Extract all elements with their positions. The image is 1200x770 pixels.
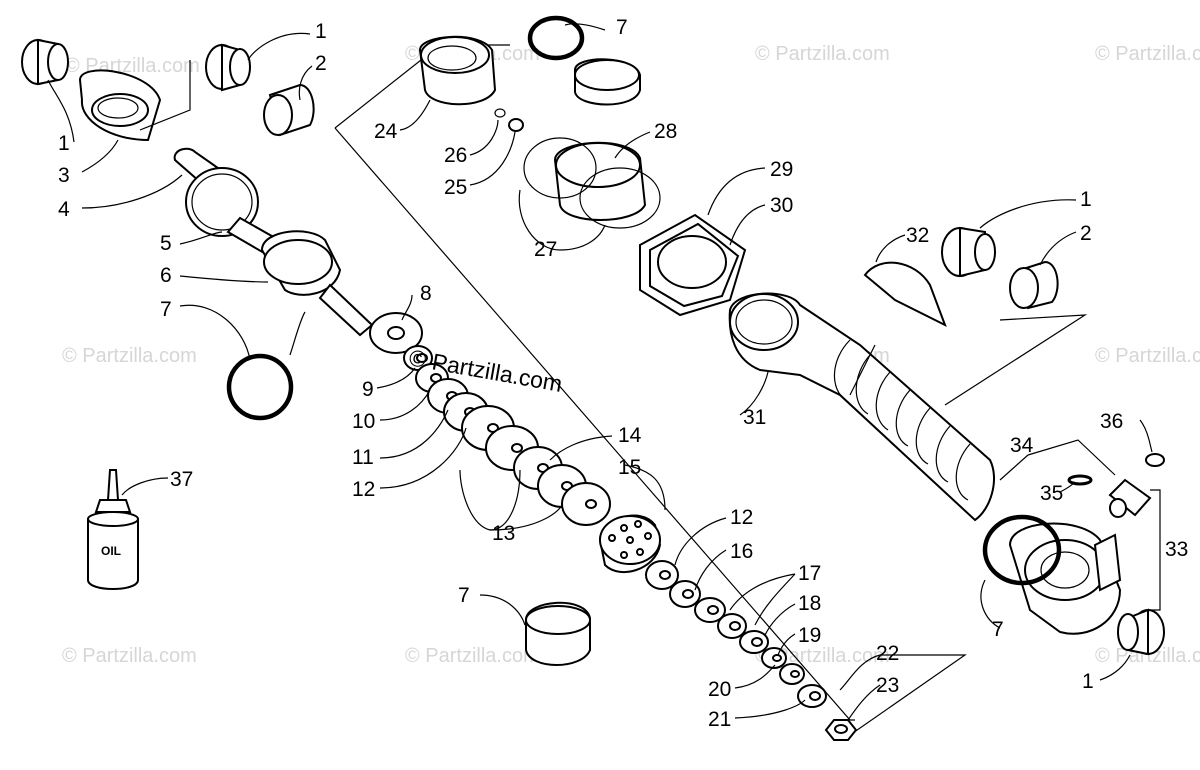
callout-12: 12 (730, 506, 753, 529)
piston-part-28 (523, 137, 661, 229)
bushing-part-1-upper-left (21, 38, 69, 86)
callout-13: 13 (492, 522, 515, 545)
schrader-valve-part-34 (1108, 478, 1152, 518)
bushing-part-1-upper (205, 43, 251, 92)
watermark-tile: © Partzilla.com (1095, 645, 1200, 667)
callout-7: 7 (458, 584, 470, 607)
callout-15: 15 (618, 456, 641, 479)
callout-30: 30 (770, 194, 793, 217)
callout-1: 1 (315, 20, 327, 43)
watermark-tile: © Partzilla.com (1095, 43, 1200, 65)
callout-14: 14 (618, 424, 642, 447)
screw-part-36 (1145, 453, 1165, 467)
spacer-part-2-upper (263, 83, 315, 137)
watermark-tile: © Partzilla.com (405, 645, 540, 667)
o-ring-part-7-left (226, 353, 294, 421)
callout-23: 23 (876, 674, 899, 697)
sleeve-part-3 (78, 69, 162, 142)
callout-18: 18 (798, 592, 821, 615)
callout-8: 8 (420, 282, 432, 305)
callout-33: 33 (1165, 538, 1188, 561)
callout-21: 21 (708, 708, 731, 731)
callout-24: 24 (374, 120, 398, 143)
callout-7: 7 (616, 16, 628, 39)
callout-6: 6 (160, 264, 172, 287)
watermark-tile: © Partzilla.com (62, 645, 197, 667)
o-ring-part-7-right (982, 514, 1062, 586)
bushing-part-1-lower-right (1117, 608, 1165, 656)
callout-28: 28 (654, 120, 677, 143)
callout-labels: 1 2 1 3 4 5 6 7 8 9 10 11 12 13 14 15 12… (58, 16, 1188, 731)
oil-bottle-label: OIL (101, 544, 121, 558)
callout-1: 1 (58, 132, 70, 155)
callout-7: 7 (992, 618, 1004, 641)
wear-band-part-7-center (525, 601, 591, 666)
watermark-tile: © Partzilla.com (62, 345, 197, 367)
watermark-tiles: © Partzilla.com © Partzilla.com © Partzi… (62, 43, 1200, 667)
o-ring-part-35 (1067, 474, 1093, 486)
cap-part-24 (418, 35, 497, 106)
body-part-31 (728, 292, 995, 522)
callout-2: 2 (1080, 222, 1092, 245)
callout-35: 35 (1040, 482, 1063, 505)
callout-10: 10 (352, 410, 375, 433)
callout-22: 22 (876, 642, 899, 665)
callout-3: 3 (58, 164, 70, 187)
reservoir-end-part-33 (1008, 522, 1122, 635)
clip-part-26 (494, 108, 506, 118)
wear-band-part-7-top (574, 58, 641, 106)
oil-bottle-part-37: OIL (87, 469, 139, 590)
callout-1: 1 (1082, 670, 1094, 693)
callout-29: 29 (770, 158, 793, 181)
watermark-tile: © Partzilla.com (755, 645, 890, 667)
watermark-tile: © Partzilla.com (1095, 345, 1200, 367)
callout-31: 31 (743, 406, 766, 429)
callout-32: 32 (906, 224, 929, 247)
callout-12: 12 (352, 478, 375, 501)
callout-17: 17 (798, 562, 821, 585)
callout-37: 37 (170, 468, 193, 491)
callout-26: 26 (444, 144, 467, 167)
piston-part-15 (598, 514, 662, 574)
o-ring-part-7-top (527, 15, 585, 61)
washer-part-8 (369, 312, 423, 354)
valve-shim-stack (403, 345, 611, 526)
callout-7: 7 (160, 298, 172, 321)
nut-part-23 (824, 719, 858, 741)
callout-19: 19 (798, 624, 821, 647)
cover-part-32 (863, 261, 947, 328)
shim-stack-lower (645, 560, 827, 708)
bumper-part-6 (260, 230, 374, 337)
watermark-tile: © Partzilla.com (755, 43, 890, 65)
callout-25: 25 (444, 176, 467, 199)
adjuster-nut-part-29-30 (639, 213, 747, 317)
callout-36: 36 (1100, 410, 1123, 433)
callout-34: 34 (1010, 434, 1034, 457)
callout-1: 1 (1080, 188, 1092, 211)
valve-part-25 (508, 118, 524, 132)
callout-11: 11 (352, 446, 374, 469)
callout-27: 27 (534, 238, 557, 261)
callout-16: 16 (730, 540, 753, 563)
leader-lines (47, 23, 1161, 721)
spacer-part-2-upper-right (1009, 260, 1059, 310)
callout-20: 20 (708, 678, 731, 701)
callout-5: 5 (160, 232, 172, 255)
callout-4: 4 (58, 198, 70, 221)
callout-2: 2 (315, 52, 327, 75)
callout-9: 9 (362, 378, 374, 401)
bushing-part-1-upper-right (941, 226, 996, 278)
